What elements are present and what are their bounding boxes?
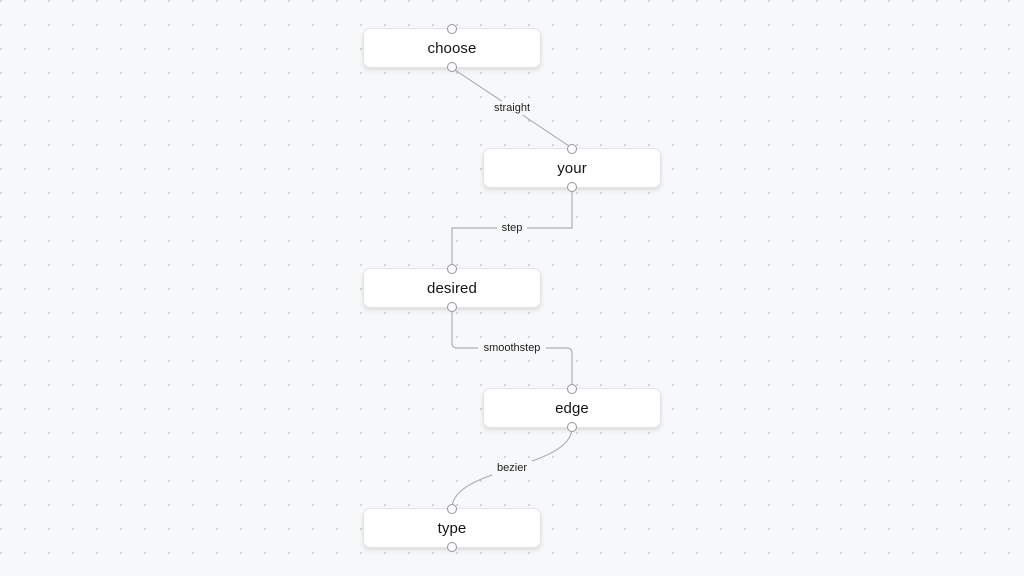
node-type-source-handle[interactable] (447, 542, 457, 552)
node-your-target-handle[interactable] (567, 144, 577, 154)
node-your-source-handle[interactable] (567, 182, 577, 192)
node-your[interactable]: your (483, 144, 661, 192)
edge-label-step-bg (497, 221, 527, 235)
node-desired-label: desired (427, 279, 477, 297)
node-edge-target-handle[interactable] (567, 384, 577, 394)
node-edge-label: edge (555, 399, 589, 417)
node-your-label: your (557, 159, 587, 177)
edge-label-bezier-text[interactable]: bezier (497, 462, 527, 474)
node-edge-source-handle[interactable] (567, 422, 577, 432)
node-desired[interactable]: desired (363, 264, 541, 312)
edge-label-straight-bg (487, 101, 537, 115)
node-desired-target-handle[interactable] (447, 264, 457, 274)
node-choose[interactable]: choose (363, 24, 541, 72)
edge-label-step-text[interactable]: step (502, 222, 523, 234)
node-type[interactable]: type (363, 504, 541, 552)
node-edge[interactable]: edge (483, 384, 661, 432)
edge-label-smoothstep: smoothstep (478, 341, 546, 355)
edge-label-smoothstep-bg (478, 341, 546, 355)
node-choose-target-handle[interactable] (447, 24, 457, 34)
edge-label-bezier-bg (492, 461, 532, 475)
edge-label-smoothstep-text[interactable]: smoothstep (484, 342, 541, 354)
edge-label-bezier: bezier (492, 461, 532, 475)
node-type-target-handle[interactable] (447, 504, 457, 514)
edge-label-straight-text[interactable]: straight (494, 102, 530, 114)
node-type-label: type (437, 519, 467, 537)
edge-label-step: step (497, 221, 527, 235)
node-choose-label: choose (427, 39, 477, 57)
node-desired-source-handle[interactable] (447, 302, 457, 312)
edge-label-straight: straight (487, 101, 537, 115)
node-choose-source-handle[interactable] (447, 62, 457, 72)
